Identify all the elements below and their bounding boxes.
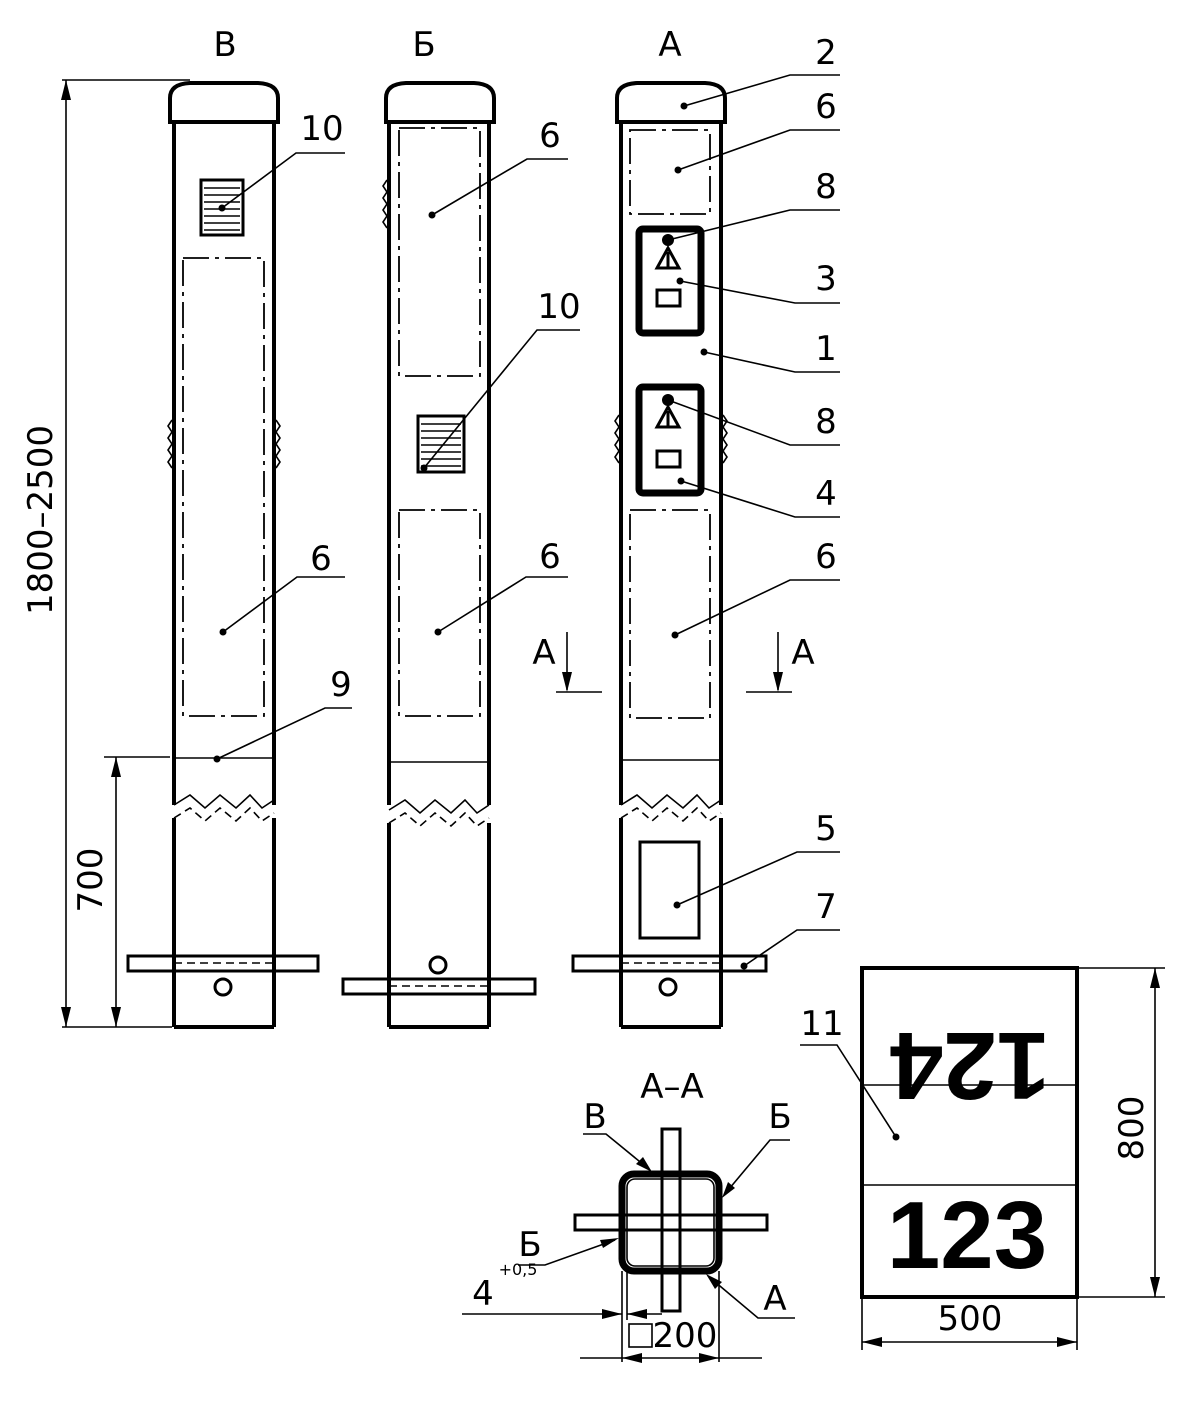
- section-a-a: А–А В Б Б А 4 +0,5: [462, 1067, 795, 1363]
- callout-3: 3: [815, 259, 837, 299]
- sign-number-top: 124: [890, 1012, 1050, 1119]
- section-size-label: 200: [653, 1316, 718, 1356]
- dimension-embed-depth-label: 700: [71, 848, 111, 913]
- section-face-v: В: [583, 1097, 606, 1137]
- section-mark-left: А: [532, 632, 602, 693]
- leaders-view-v: 10 6 9: [213, 109, 352, 763]
- tolerance-upper: +0,5: [499, 1260, 538, 1279]
- dimension-embed-depth: 700: [71, 756, 170, 1027]
- callout-6-v: 6: [310, 539, 332, 579]
- dimension-sign-height: 800: [1077, 967, 1165, 1298]
- view-label-v: В: [213, 25, 236, 65]
- callout-5: 5: [815, 809, 837, 849]
- post-view-b: Б: [341, 25, 537, 1029]
- post-view-a: А: [571, 25, 768, 1029]
- callout-8-bottom: 8: [815, 402, 837, 442]
- callout-2: 2: [815, 33, 837, 73]
- callout-6-b-top: 6: [539, 116, 561, 156]
- leaders-view-b: 6 10 6: [420, 116, 581, 636]
- dimension-sign-height-label: 800: [1112, 1096, 1152, 1161]
- section-mark-right-label: А: [791, 633, 814, 673]
- callout-6-a-bottom: 6: [815, 537, 837, 577]
- section-face-a: А: [763, 1279, 786, 1319]
- leaders-view-a: 2 6 8 3 1 8 4 6 5 7: [667, 33, 840, 970]
- callout-6-a-top: 6: [815, 87, 837, 127]
- sign-plate: 124 123 11: [800, 966, 1079, 1299]
- callout-6-b-bottom: 6: [539, 537, 561, 577]
- section-title: А–А: [640, 1067, 704, 1107]
- section-mark-left-label: А: [532, 633, 555, 673]
- callout-10-v: 10: [300, 109, 343, 149]
- dimension-sign-width: 500: [861, 1297, 1078, 1350]
- callout-11: 11: [800, 1004, 843, 1044]
- callout-9: 9: [330, 665, 352, 705]
- tolerance-base: 4: [472, 1274, 494, 1314]
- callout-7: 7: [815, 887, 837, 927]
- callout-10-b: 10: [537, 287, 580, 327]
- post-view-v: В: [126, 25, 320, 1029]
- dimension-sign-width-label: 500: [938, 1299, 1003, 1339]
- view-label-b: Б: [412, 25, 435, 65]
- section-face-b-right: Б: [768, 1097, 791, 1137]
- section-mark-right: А: [746, 632, 815, 693]
- dimension-total-height-label: 1800–2500: [21, 425, 61, 615]
- view-label-a: А: [658, 25, 681, 65]
- dimension-total-height: 1800–2500: [21, 79, 190, 1028]
- callout-4: 4: [815, 474, 837, 514]
- callout-8-top: 8: [815, 167, 837, 207]
- section-face-b-left: Б: [518, 1225, 541, 1265]
- callout-1: 1: [815, 329, 837, 369]
- sign-number-bottom: 123: [887, 1182, 1047, 1289]
